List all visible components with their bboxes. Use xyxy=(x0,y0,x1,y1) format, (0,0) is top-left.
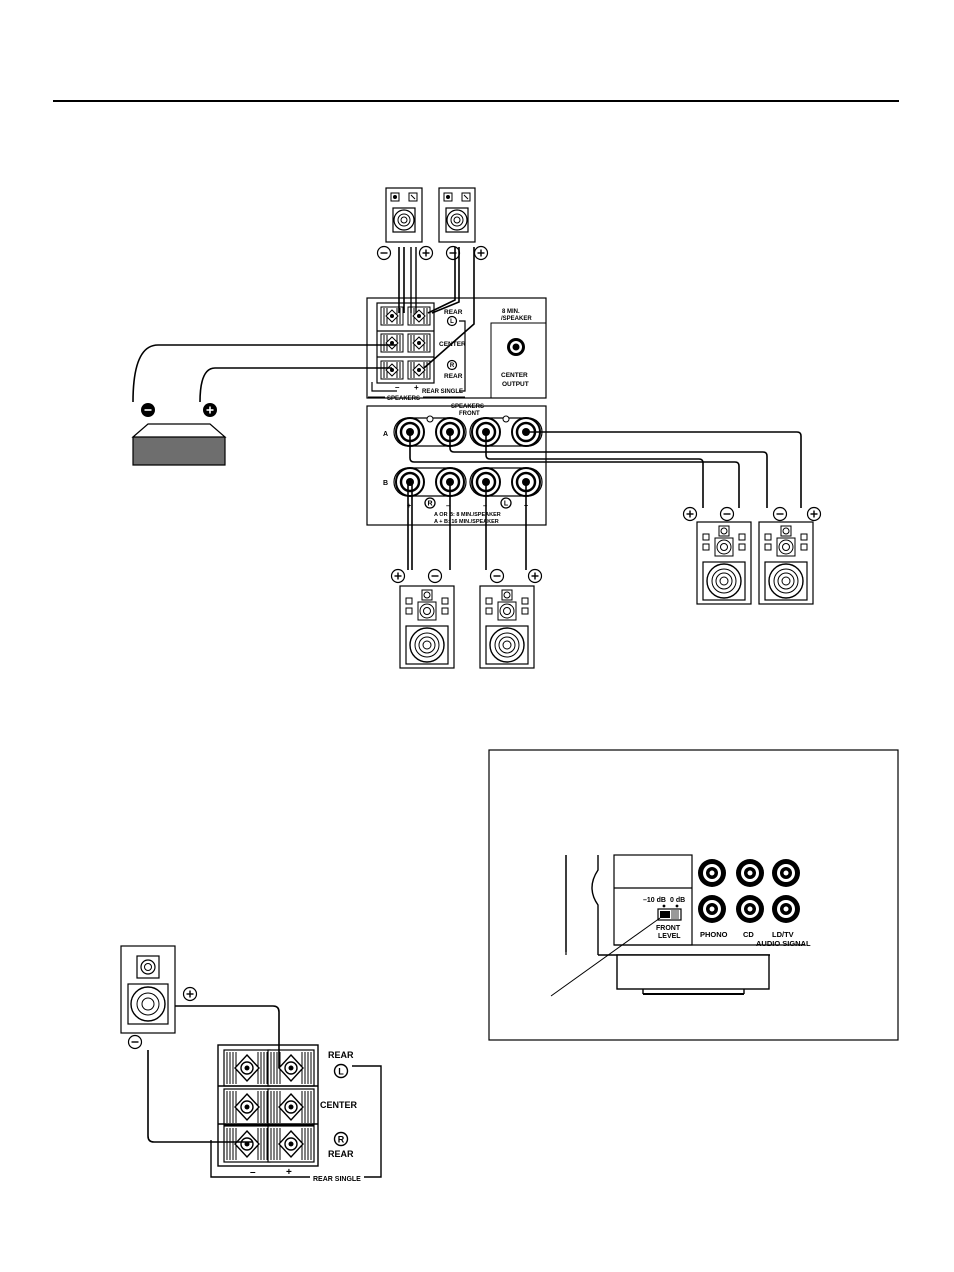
front-minus-right: – xyxy=(483,503,487,510)
r-channel-icon xyxy=(446,359,458,371)
minus-icon xyxy=(127,1034,143,1050)
single-rear-diagram: REAR L CENTER R REAR – + REAR SINGLE xyxy=(120,945,382,1183)
front-level-inset: –10 dB 0 dB FRONT LEVEL PHONO CD LD/TV A… xyxy=(488,749,899,1041)
rca-jack-icon xyxy=(736,859,764,887)
rear-left-speaker xyxy=(385,187,423,243)
front-spec-line1: A OR B: 8 MIN./SPEAKER xyxy=(434,512,501,518)
l-channel-icon xyxy=(500,497,512,509)
minus-icon xyxy=(445,245,461,261)
row-a-label: A xyxy=(383,431,388,438)
plus-icon xyxy=(473,245,489,261)
rca-jack-icon xyxy=(698,859,726,887)
center-output-jack xyxy=(507,338,525,356)
center-output-line2: OUTPUT xyxy=(502,381,529,388)
main-diagram: REAR L CENTER R REAR – + REAR SINGLE SPE… xyxy=(131,187,822,669)
single-minus-label: – xyxy=(250,1167,256,1178)
plus-icon xyxy=(682,506,698,522)
rca-jack-icon xyxy=(736,895,764,923)
selector-switch-icon[interactable] xyxy=(657,908,682,921)
phono-label: PHONO xyxy=(700,930,728,939)
center-output-area xyxy=(490,322,547,399)
front-r-glyph: R xyxy=(427,501,432,508)
single-rear-r-label: REAR xyxy=(328,1149,354,1159)
minus-icon xyxy=(772,506,788,522)
rear-l-label: REAR xyxy=(444,309,463,316)
callout-line xyxy=(550,917,661,997)
audio-signal-label: AUDIO SIGNAL xyxy=(756,939,811,948)
l-channel-icon xyxy=(446,315,458,327)
minus-icon xyxy=(719,506,735,522)
front-a-right-speaker xyxy=(696,521,752,605)
speaker-wires xyxy=(132,247,802,570)
plus-icon xyxy=(182,986,198,1002)
front-header-line1: SPEAKERS xyxy=(451,404,484,410)
front-a-left-speaker xyxy=(758,521,814,605)
row-b-label: B xyxy=(383,480,388,487)
front-plus-left: + xyxy=(407,503,411,510)
single-center-label: CENTER xyxy=(320,1100,358,1110)
front-spec-line2: A + B: 16 MIN./SPEAKER xyxy=(434,519,499,525)
single-l-glyph: L xyxy=(338,1067,344,1077)
front-l-glyph: L xyxy=(504,501,509,508)
front-b-left-speaker xyxy=(479,585,535,669)
subwoofer-icon xyxy=(131,423,227,466)
impedance-line2: /SPEAKER xyxy=(501,316,532,322)
speakers-label: SPEAKERS xyxy=(387,396,420,402)
single-rear-speaker xyxy=(120,945,176,1034)
rear-minus-label: – xyxy=(395,383,400,392)
plus-icon xyxy=(202,402,218,418)
rear-single-label: REAR SINGLE xyxy=(422,389,463,395)
rca-jack-icon xyxy=(772,859,800,887)
center-output-line1: CENTER xyxy=(501,372,528,379)
minus-icon xyxy=(376,245,392,261)
r-channel-icon xyxy=(333,1131,349,1147)
plus-icon xyxy=(527,568,543,584)
switch-0db: 0 dB xyxy=(670,897,685,904)
minus-icon xyxy=(140,402,156,418)
front-level-line1: FRONT xyxy=(656,925,681,932)
rca-jack-icon xyxy=(698,895,726,923)
impedance-line1: 8 MIN. xyxy=(502,309,520,315)
center-label: CENTER xyxy=(439,341,466,348)
single-r-glyph: R xyxy=(338,1135,345,1145)
plus-icon xyxy=(390,568,406,584)
front-header-line2: FRONT xyxy=(459,411,480,417)
r-glyph: R xyxy=(450,363,455,369)
single-rear-single-label: REAR SINGLE xyxy=(313,1176,361,1183)
single-rear-wires xyxy=(147,1005,280,1143)
rear-right-speaker xyxy=(438,187,476,243)
cd-label: CD xyxy=(743,930,754,939)
l-glyph: L xyxy=(450,319,454,325)
front-level-line2: LEVEL xyxy=(658,933,681,940)
plus-icon xyxy=(806,506,822,522)
rca-jack-icon xyxy=(772,895,800,923)
single-plus-label: + xyxy=(286,1167,292,1178)
plus-icon xyxy=(418,245,434,261)
rear-plus-label: + xyxy=(414,383,419,392)
l-channel-icon xyxy=(333,1063,349,1079)
rear-r-label: REAR xyxy=(444,373,463,380)
r-channel-icon xyxy=(424,497,436,509)
ldtv-label: LD/TV xyxy=(772,930,794,939)
front-b-right-speaker xyxy=(399,585,455,669)
single-rear-l-label: REAR xyxy=(328,1050,354,1060)
minus-icon xyxy=(427,568,443,584)
minus-icon xyxy=(489,568,505,584)
switch-minus-10db: –10 dB xyxy=(643,897,666,904)
front-minus-left: – xyxy=(446,503,450,510)
